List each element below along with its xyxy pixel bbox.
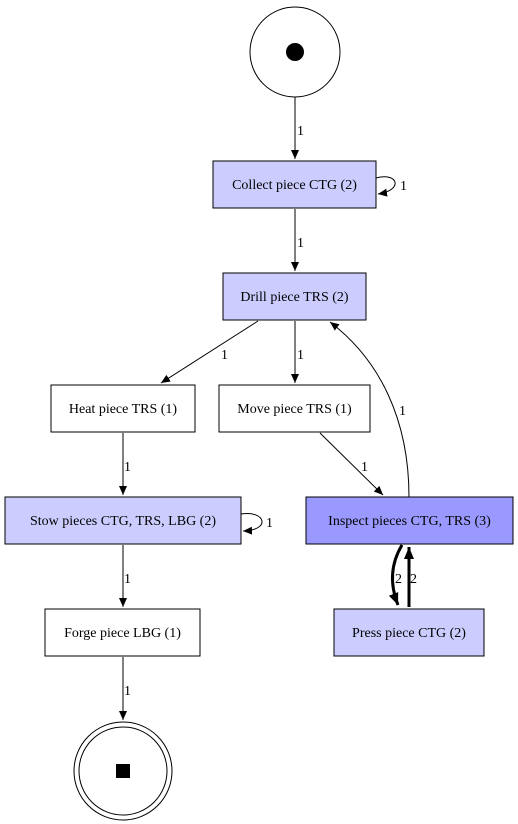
- node-label-inspect: Inspect pieces CTG, TRS (3): [328, 514, 491, 529]
- node-label-press: Press piece CTG (2): [352, 626, 466, 641]
- edge-label-inspect-drill: 1: [399, 404, 406, 419]
- node-label-collect: Collect piece CTG (2): [232, 178, 357, 193]
- edge-move-inspect: [319, 432, 384, 496]
- filled-circle-token-icon: [286, 43, 304, 61]
- node-collect[interactable]: Collect piece CTG (2): [212, 160, 377, 209]
- edge-label-stow-forge: 1: [124, 572, 131, 587]
- node-label-move: Move piece TRS (1): [237, 402, 352, 417]
- end-place[interactable]: [73, 721, 173, 821]
- edge-label-forge-end: 1: [124, 684, 131, 699]
- edge-label-heat-stow: 1: [124, 460, 131, 475]
- edge-stow-self: [240, 512, 263, 535]
- node-label-stow: Stow pieces CTG, TRS, LBG (2): [30, 514, 216, 529]
- edge-label-drill-heat: 1: [221, 348, 228, 363]
- nodes: Collect piece CTG (2) Drill piece TRS (2…: [4, 160, 514, 657]
- node-press[interactable]: Press piece CTG (2): [333, 608, 485, 657]
- node-drill[interactable]: Drill piece TRS (2): [222, 272, 367, 321]
- node-forge[interactable]: Forge piece LBG (1): [44, 608, 201, 657]
- edge-label-inspect-press: 2: [395, 572, 402, 587]
- filled-square-token-icon: [116, 764, 130, 778]
- edge-inspect-press: [388, 544, 404, 606]
- edge-collect-self: [375, 176, 396, 197]
- node-heat[interactable]: Heat piece TRS (1): [50, 384, 196, 433]
- edge-label-press-inspect: 2: [410, 572, 417, 587]
- edge-inspect-drill: [329, 321, 410, 498]
- node-inspect[interactable]: Inspect pieces CTG, TRS (3): [305, 496, 514, 545]
- edge-label-drill-move: 1: [297, 348, 304, 363]
- node-label-heat: Heat piece TRS (1): [69, 402, 178, 417]
- node-label-drill: Drill piece TRS (2): [240, 290, 349, 305]
- node-move[interactable]: Move piece TRS (1): [218, 384, 371, 433]
- edge-drill-heat: [160, 320, 259, 384]
- edge-label-start-collect: 1: [297, 124, 304, 139]
- edge-label-collect-drill: 1: [297, 236, 304, 251]
- edges: 1 1 1 1 1 1 1 1 1 1 2 2: [119, 97, 417, 720]
- start-place[interactable]: [249, 6, 341, 98]
- node-label-forge: Forge piece LBG (1): [64, 626, 181, 641]
- edge-label-collect-self: 1: [400, 179, 407, 194]
- edge-label-move-inspect: 1: [361, 460, 368, 475]
- edge-label-stow-self: 1: [266, 516, 273, 531]
- node-stow[interactable]: Stow pieces CTG, TRS, LBG (2): [4, 496, 242, 545]
